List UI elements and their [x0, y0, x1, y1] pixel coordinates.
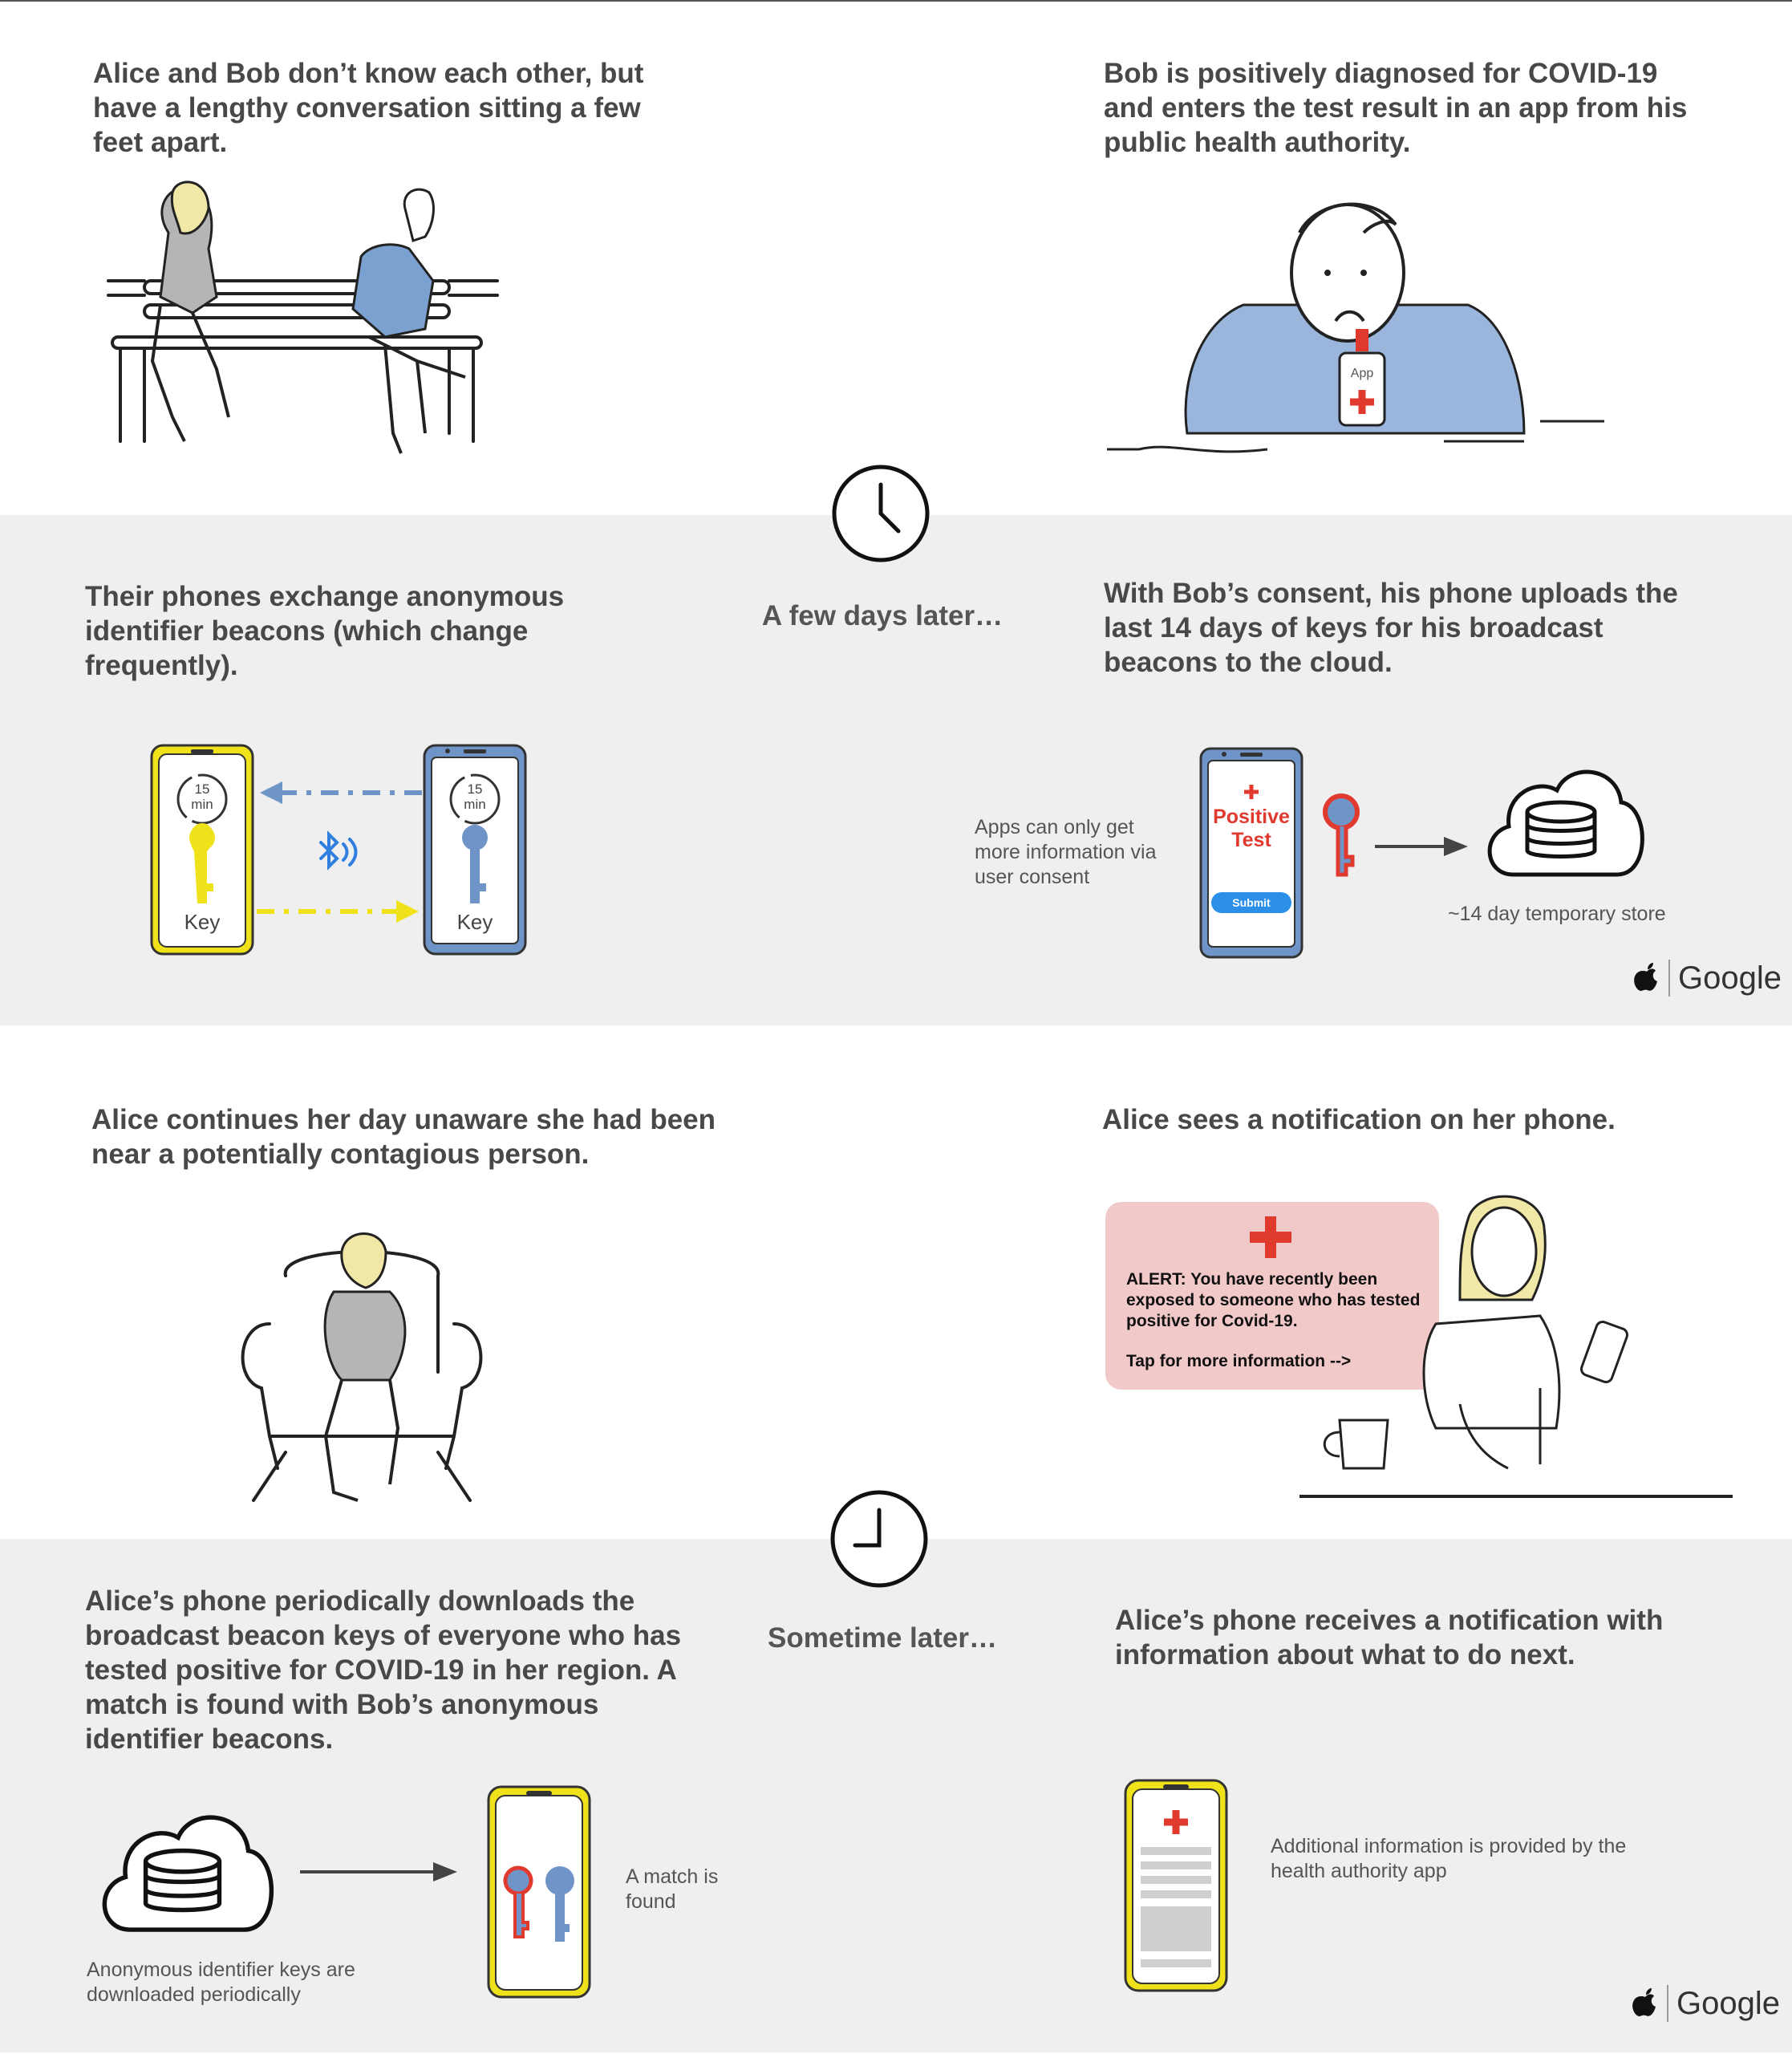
panel-5-text: Alice continues her day unaware she had … [91, 1104, 716, 1170]
top-border [0, 0, 1792, 2]
download-note: Anonymous identifier keys are downloaded… [87, 1959, 355, 2006]
transition-a-few-days-later: A few days later… [761, 600, 1003, 631]
panel-2-text: Bob is positively diagnosed for COVID-19… [1104, 58, 1688, 158]
apple-google-logo-2: Google [1632, 1985, 1780, 2022]
alice-match-phone [487, 1785, 591, 1999]
store-label: ~14 day temporary store [1448, 903, 1666, 925]
positive-test-label: Positive Test [1213, 806, 1290, 851]
bluetooth-icon [319, 830, 358, 871]
bob-key-label: Key [456, 910, 493, 934]
beacon-exchange-arrows [257, 781, 422, 923]
transition-sometime-later: Sometime later… [768, 1622, 997, 1654]
alert-line-1: ALERT: You have recently been [1126, 1270, 1378, 1289]
alice-phone-notification-illustration [1299, 1195, 1733, 1498]
apple-logo-icon [1634, 963, 1657, 991]
consent-note: Apps can only get more information via u… [975, 816, 1157, 888]
clock-icon [832, 465, 930, 562]
download-arrow [300, 1862, 457, 1881]
bob-phone [423, 744, 527, 956]
panel-4-text: With Bob’s consent, his phone uploads th… [1104, 578, 1678, 678]
google-wordmark: Google [1676, 1985, 1780, 2021]
bob-diagnosed-illustration: App [1107, 202, 1604, 453]
cloud-download-icon [102, 1815, 274, 1932]
match-found-label: A match is found [626, 1865, 719, 1913]
exposure-alert-notification[interactable]: ALERT: You have recently been exposed to… [1105, 1202, 1439, 1390]
apple-google-logo-1: Google [1633, 960, 1782, 997]
section-2 [0, 515, 1792, 1025]
timer-unit: min [191, 797, 213, 812]
timer-number: 15 [467, 781, 483, 797]
red-cross-icon [1250, 1216, 1291, 1258]
alert-line-3: positive for Covid-19. [1126, 1312, 1298, 1330]
matched-keys-icon [503, 1865, 574, 1942]
google-wordmark: Google [1678, 960, 1782, 996]
brand-separator [1667, 1985, 1668, 2022]
panel-3-text: Their phones exchange anonymous identifi… [85, 581, 565, 681]
cloud-storage-icon [1487, 769, 1644, 877]
alice-phone [150, 744, 254, 956]
alice-key-label: Key [184, 910, 221, 934]
apple-logo-icon [1632, 1988, 1656, 2016]
clock-icon-2 [830, 1490, 928, 1588]
timer-unit: min [464, 797, 486, 812]
health-app-phone [1124, 1779, 1228, 1992]
alert-line-2: exposed to someone who has tested [1126, 1291, 1421, 1309]
bench-illustration [107, 181, 499, 454]
brand-separator [1668, 960, 1670, 997]
bob-upload-phone [1199, 747, 1303, 959]
red-key-icon [1323, 794, 1360, 877]
alert-tap-link[interactable]: Tap for more information --> [1126, 1352, 1352, 1370]
panel-7-text: Alice’s phone periodically downloads the… [85, 1585, 682, 1755]
upload-arrow [1375, 837, 1468, 856]
additional-info-note: Additional information is provided by th… [1271, 1835, 1627, 1882]
section-4 [0, 1539, 1792, 2052]
panel-1-text: Alice and Bob don’t know each other, but… [93, 58, 644, 158]
alice-armchair-illustration [241, 1232, 483, 1502]
panel-8-text: Alice’s phone receives a notification wi… [1115, 1605, 1664, 1670]
app-label: App [1351, 367, 1374, 380]
timer-number: 15 [194, 781, 210, 797]
submit-button[interactable]: Submit [1232, 896, 1271, 909]
panel-6-text: Alice sees a notification on her phone. [1102, 1104, 1616, 1135]
